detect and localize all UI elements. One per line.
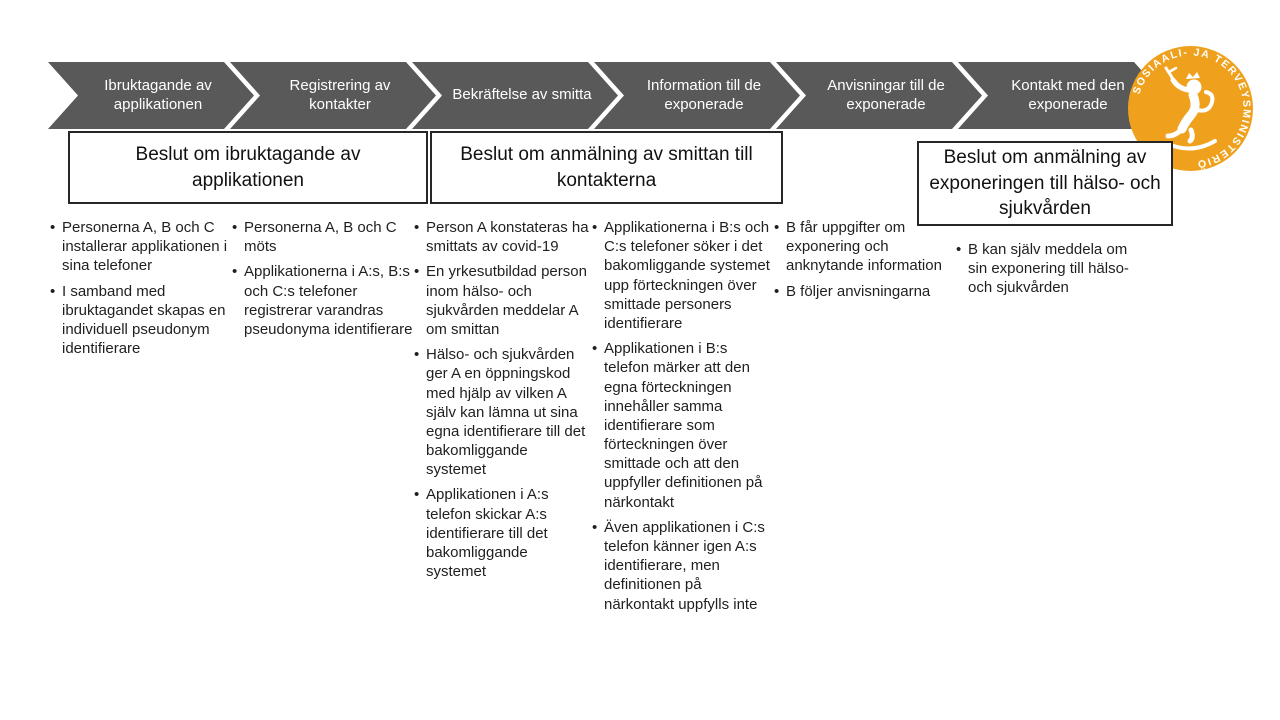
process-step-1-label: Ibruktagande av applikationen	[104, 76, 212, 113]
bullet-item: En yrkesutbildad person inom hälso- och …	[414, 262, 591, 339]
bullet-item: B följer anvisningarna	[774, 282, 954, 301]
bullet-column-1: Personerna A, B och C installerar applik…	[50, 218, 232, 364]
bullet-item: Applikationerna i B:s och C:s telefoner …	[592, 218, 772, 333]
decision-box-1: Beslut om ibruktagande av applikationen	[68, 131, 428, 204]
bullet-item: Person A konstateras ha smittats av covi…	[414, 218, 591, 256]
process-step-6-label: Kontakt med den exponerade	[1011, 76, 1125, 113]
bullet-item: Applikationen i A:s telefon skickar A:s …	[414, 485, 591, 581]
bullet-item: Även applikationen i C:s telefon känner …	[592, 518, 772, 614]
bullet-column-3: Person A konstateras ha smittats av covi…	[414, 218, 591, 587]
bullet-list-2: Personerna A, B och C möts Applikationer…	[232, 218, 414, 339]
decision-box-3-title: Beslut om anmälning av exponeringen till…	[929, 147, 1161, 220]
bullet-item: B får uppgifter om exponering och anknyt…	[774, 218, 954, 276]
decision-box-2: Beslut om anmälning av smittan till kont…	[430, 131, 783, 204]
process-step-5: Anvisningar till de exponerade	[776, 62, 982, 129]
bullet-list-6: B kan själv meddela om sin exponering ti…	[956, 240, 1136, 298]
bullet-item: Applikationerna i A:s, B:s och C:s telef…	[232, 262, 414, 339]
bullet-column-5: B får uppgifter om exponering och anknyt…	[774, 218, 954, 307]
process-step-3-label: Bekräftelse av smitta	[452, 86, 592, 104]
bullet-item: I samband med ibruktagandet skapas en in…	[50, 282, 232, 359]
bullet-list-4: Applikationerna i B:s och C:s telefoner …	[592, 218, 772, 614]
bullet-column-4: Applikationerna i B:s och C:s telefoner …	[592, 218, 772, 620]
decision-box-3: Beslut om anmälning av exponeringen till…	[917, 141, 1173, 226]
bullet-column-2: Personerna A, B och C möts Applikationer…	[232, 218, 414, 345]
bullet-column-6: B kan själv meddela om sin exponering ti…	[956, 240, 1136, 304]
process-step-4: Information till de exponerade	[594, 62, 800, 129]
bullet-item: Personerna A, B och C installerar applik…	[50, 218, 232, 276]
bullet-item: Personerna A, B och C möts	[232, 218, 414, 256]
bullet-list-3: Person A konstateras ha smittats av covi…	[414, 218, 591, 581]
bullet-item: Hälso- och sjukvården ger A en öppningsk…	[414, 345, 591, 479]
decision-box-1-title: Beslut om ibruktagande av applikationen	[135, 143, 361, 191]
process-step-3: Bekräftelse av smitta	[412, 62, 618, 129]
bullet-list-5: B får uppgifter om exponering och anknyt…	[774, 218, 954, 301]
bullet-item: Applikationen i B:s telefon märker att d…	[592, 339, 772, 512]
decision-box-2-title: Beslut om anmälning av smittan till kont…	[460, 143, 753, 191]
bullet-item: B kan själv meddela om sin exponering ti…	[956, 240, 1136, 298]
bullet-list-1: Personerna A, B och C installerar applik…	[50, 218, 232, 358]
process-step-1: Ibruktagande av applikationen	[48, 62, 254, 129]
process-step-4-label: Information till de exponerade	[646, 76, 762, 113]
lion-emblem-icon	[1164, 66, 1217, 151]
process-step-2-label: Registrering av kontakter	[289, 76, 391, 113]
process-step-5-label: Anvisningar till de exponerade	[827, 76, 945, 113]
process-step-2: Registrering av kontakter	[230, 62, 436, 129]
